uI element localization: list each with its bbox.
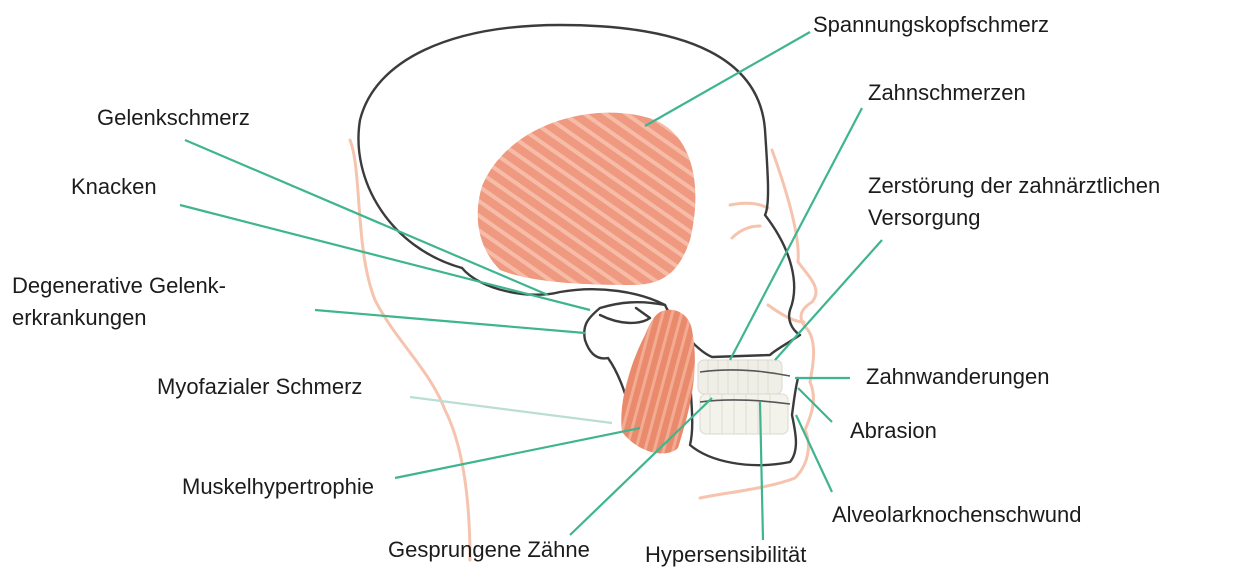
leader-alveolar	[796, 415, 832, 492]
label-zerstoerung: Zerstörung der zahnärztlichen Versorgung	[868, 170, 1160, 234]
label-zerstoerung-line1: Zerstörung der zahnärztlichen	[868, 170, 1160, 202]
teeth	[698, 360, 790, 434]
leader-abrasion	[798, 388, 832, 422]
label-degenerative-line2: erkrankungen	[12, 302, 226, 334]
label-degenerative-line1: Degenerative Gelenk-	[12, 270, 226, 302]
label-abrasion: Abrasion	[850, 416, 937, 446]
leader-zerstoerung	[775, 240, 882, 360]
leader-myofazialer	[410, 397, 612, 423]
label-myofazialer: Myofazialer Schmerz	[157, 372, 362, 402]
label-muskelhypertrophie: Muskelhypertrophie	[182, 472, 374, 502]
leader-degenerative	[315, 310, 585, 333]
leader-zahnschmerzen	[730, 108, 862, 360]
label-gesprungene: Gesprungene Zähne	[388, 535, 590, 565]
label-zahnschmerzen: Zahnschmerzen	[868, 78, 1026, 108]
temporalis-muscle	[478, 113, 696, 285]
label-spannungskopfschmerz: Spannungskopfschmerz	[813, 10, 1049, 40]
masseter-muscle	[621, 310, 695, 454]
label-zerstoerung-line2: Versorgung	[868, 202, 1160, 234]
label-alveolar: Alveolarknochenschwund	[832, 500, 1082, 530]
leader-muskelhypertrophie	[395, 428, 640, 478]
label-zahnwanderungen: Zahnwanderungen	[866, 362, 1049, 392]
label-hypersensibilitaet: Hypersensibilität	[645, 540, 806, 570]
label-degenerative: Degenerative Gelenk- erkrankungen	[12, 270, 226, 334]
label-gelenkschmerz: Gelenkschmerz	[97, 103, 250, 133]
label-knacken: Knacken	[71, 172, 157, 202]
leader-spannungskopfschmerz	[645, 32, 810, 126]
